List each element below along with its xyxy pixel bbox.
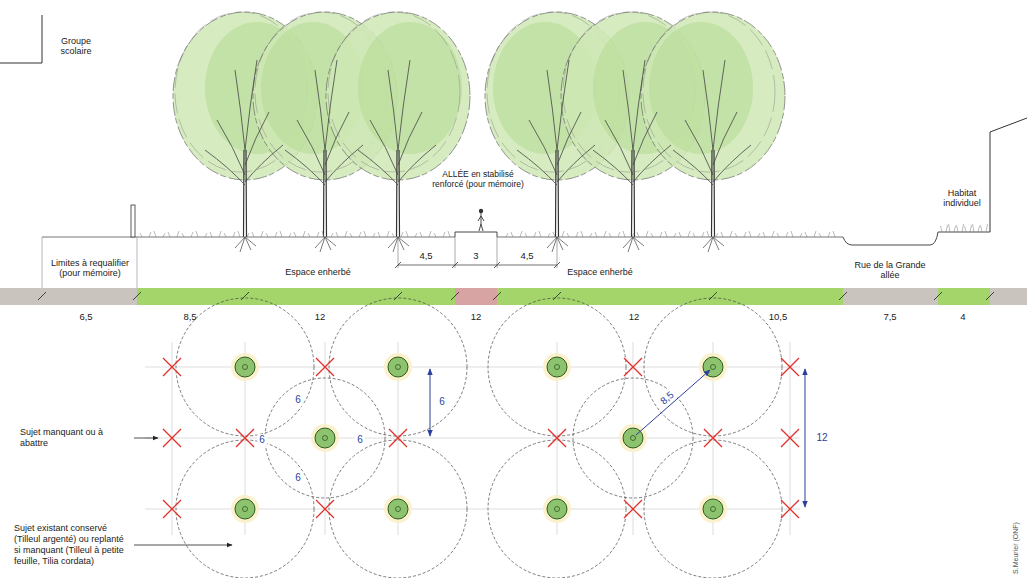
tree-trunk [285,60,363,252]
band-dimension: 10,5 [763,312,793,323]
dimension-label: 6 [437,396,447,408]
dimension-arrow [805,369,806,507]
dimension-label: 8,5 [656,388,677,408]
dimension-line [395,237,560,268]
legend-text: Sujet manquant ou à abattre [20,427,103,448]
missing-tree-marks [163,358,799,518]
tree-symbol [384,353,412,381]
legend-item: Sujet existant conservé (Tilleul argenté… [14,523,132,566]
fence-post [131,205,135,237]
missing-tree-mark [163,358,181,376]
band-tick [133,292,141,300]
dimension-arrow [430,369,431,436]
tree-symbol [543,495,571,523]
zone-label: Espace enherbé [550,267,650,277]
tree-trunk [517,60,595,252]
band-tick [709,292,717,300]
zone-label: 4,5 [512,251,542,262]
tree-symbol [543,353,571,381]
band-tick [451,292,459,300]
missing-tree-mark [389,429,407,447]
tree-symbol [699,353,727,381]
tree-symbol [231,495,259,523]
legend-item: Sujet manquant ou à abattre [20,427,130,449]
band-dimension: 12 [461,312,491,323]
zone-label: 4,5 [411,251,441,262]
grid-line [145,438,800,439]
tree-symbol [619,424,647,452]
missing-tree-mark [624,500,642,518]
school-building [0,15,42,63]
band-dimension: 12 [305,312,335,323]
tree-trunk [358,60,436,252]
band-tick [394,292,402,300]
band-tick [934,292,942,300]
zone-label: ALLÉE en stabilisé renforcé (pour mémoir… [426,170,530,190]
band-tick [38,292,46,300]
tree-symbol [231,353,259,381]
missing-tree-mark [236,429,254,447]
missing-tree-mark [781,429,799,447]
hedge-texture [941,224,988,232]
zone-label: Habitat individuel [931,188,993,209]
dimension-label: 12 [814,432,829,444]
tree-crown [326,12,470,180]
band-dimension: 8,5 [175,312,205,323]
band-tick [986,292,994,300]
tree-crown [641,12,785,180]
legend-text: Sujet existant conservé (Tilleul argenté… [14,523,124,565]
dimension-label: 6 [257,434,267,446]
band-tick [553,292,561,300]
tree-symbol [311,424,339,452]
band-tick [493,292,501,300]
legend-pointer [134,438,158,439]
plan-view [134,298,805,578]
missing-tree-mark [624,358,642,376]
dimension-label: 6 [293,472,303,484]
zone-label: 3 [466,251,486,262]
legend-pointer [134,545,232,546]
missing-tree-mark [781,500,799,518]
band-tick [241,292,249,300]
tree-trunk [593,60,671,252]
zone-label: Espace enherbé [268,267,368,277]
tree-symbol [384,495,412,523]
missing-tree-mark [548,429,566,447]
tree-trunk [673,60,751,252]
person-figure [478,209,484,231]
missing-tree-mark [163,500,181,518]
missing-tree-mark [781,358,799,376]
missing-tree-mark [704,429,722,447]
boundary-line [42,237,137,288]
ground-band [0,288,1027,305]
missing-tree-mark [316,358,334,376]
band-dimension: 7,5 [875,312,905,323]
credit-note: S.Meurier (ONF) [1012,508,1020,578]
tree-symbol [699,495,727,523]
tree-symbols [231,353,727,523]
radius-arrow [636,370,710,435]
zone-label: Groupe scolaire [45,36,107,57]
canopy-circles [176,298,782,578]
missing-tree-mark [316,500,334,518]
road-profile [843,232,990,245]
house-outline [990,118,1027,232]
dimension-label: 6 [293,394,303,406]
band-dimension: 12 [619,312,649,323]
grass-texture [140,231,835,237]
dimension-label: 6 [355,434,365,446]
band-tick [839,292,847,300]
zone-label: Rue de la Grande allée [850,260,930,281]
missing-tree-mark [163,429,181,447]
section-view [0,12,1027,305]
band-dimension: 4 [948,312,978,323]
tree-trunk [205,60,283,252]
band-dimension: 6,5 [71,312,101,323]
zone-label: Limites à requalifier (pour mémoire) [49,258,131,279]
path-surface [455,232,497,237]
